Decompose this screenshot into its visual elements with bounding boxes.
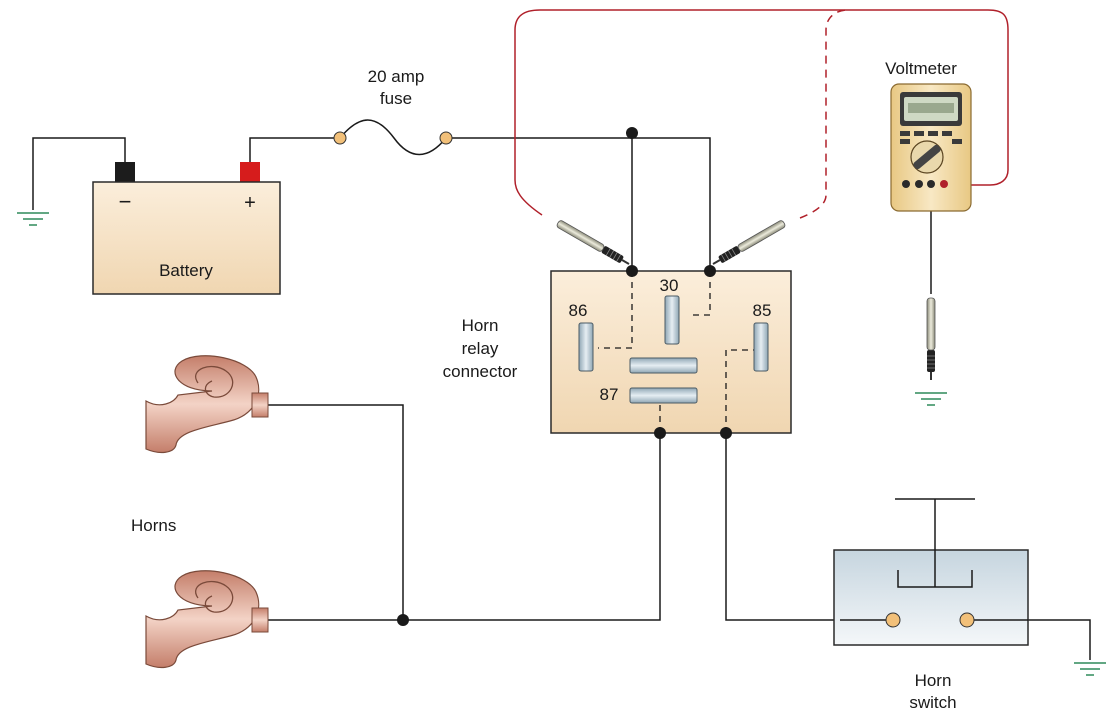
horn-relay-connector (550, 270, 792, 434)
terminal-30 (664, 295, 680, 345)
horn-icon (145, 355, 269, 454)
terminal-85-label: 85 (753, 301, 772, 320)
terminal-87a (629, 357, 698, 374)
terminal-30-label: 30 (660, 276, 679, 295)
horn-icon (145, 570, 269, 669)
battery-negative-label: − (119, 189, 132, 214)
voltmeter-icon (890, 83, 972, 212)
battery-label: Battery (159, 261, 213, 280)
fuse-label: 20 amp (368, 67, 425, 86)
test-leads (514, 9, 1009, 219)
terminal-86 (578, 322, 594, 372)
horns-label: Horns (131, 516, 176, 535)
ground-symbol-icon (914, 392, 948, 406)
voltmeter-label: Voltmeter (885, 59, 957, 78)
relay-label: Horn (462, 316, 499, 335)
ground-symbol-icon (16, 212, 50, 226)
horn-switch (833, 498, 1029, 646)
fuse-label: fuse (380, 89, 412, 108)
test-probe-icon (926, 297, 936, 381)
terminal-86-label: 86 (569, 301, 588, 320)
ground-symbol-icon (1073, 662, 1107, 676)
switch-label: switch (909, 693, 956, 712)
junction-dots (397, 127, 732, 626)
terminal-85 (753, 322, 769, 372)
test-probe-icon (710, 218, 788, 269)
relay-label: connector (443, 362, 518, 381)
test-probe-icon (554, 218, 632, 269)
battery (92, 162, 281, 295)
relay-label: relay (462, 339, 499, 358)
terminal-87-label: 87 (600, 385, 619, 404)
switch-label: Horn (915, 671, 952, 690)
battery-positive-label: + (244, 192, 256, 214)
terminal-87 (629, 387, 698, 404)
fuse-icon (333, 119, 453, 156)
